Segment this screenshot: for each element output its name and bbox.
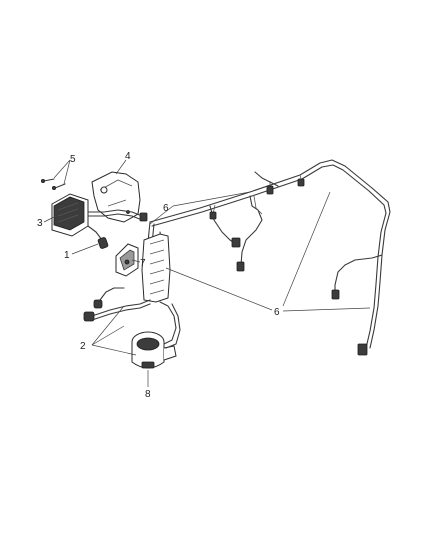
callout-5: 5 bbox=[70, 154, 76, 165]
callout-3: 3 bbox=[37, 218, 43, 229]
pillar-channel-bracket bbox=[141, 233, 171, 303]
callout-2: 2 bbox=[80, 341, 86, 352]
callout-7: 7 bbox=[140, 258, 146, 269]
callout-4: 4 bbox=[125, 151, 131, 162]
hose-lines-2 bbox=[83, 287, 151, 322]
pump-assembly-8 bbox=[131, 301, 181, 369]
callout-labels: 5 4 3 1 6 7 6 2 8 bbox=[37, 151, 280, 400]
fasteners-5 bbox=[41, 178, 66, 190]
harness-connectors bbox=[139, 178, 368, 356]
connector-1 bbox=[87, 225, 109, 249]
callout-1: 1 bbox=[64, 250, 70, 261]
callout-6-lower: 6 bbox=[274, 307, 280, 318]
leader-lines bbox=[43, 159, 371, 387]
callout-8: 8 bbox=[145, 389, 151, 400]
mounting-bracket-7 bbox=[115, 243, 139, 277]
callout-6-upper: 6 bbox=[163, 203, 169, 214]
